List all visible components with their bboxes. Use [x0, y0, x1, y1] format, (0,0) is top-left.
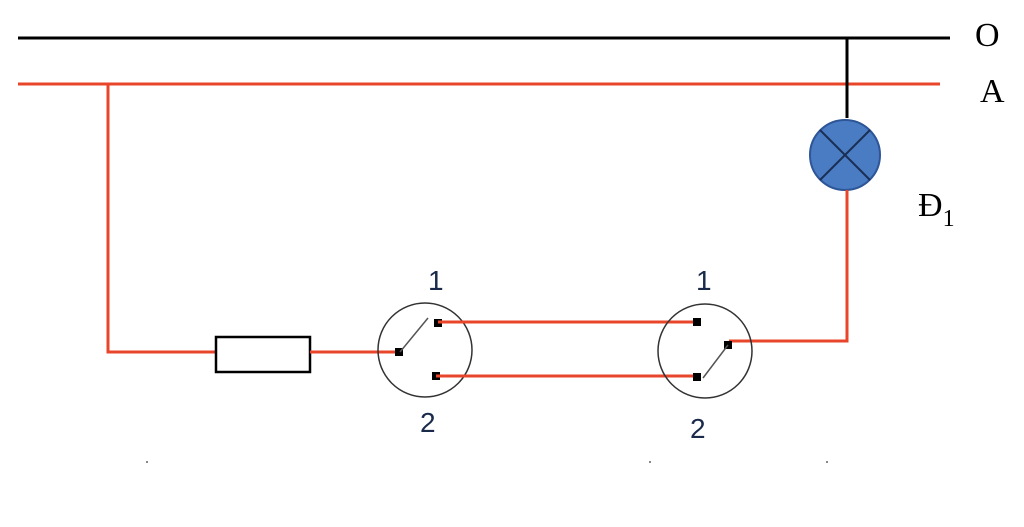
label-lamp: Đ1	[918, 187, 955, 232]
switch2-icon	[657, 303, 753, 399]
switch1-label-2: 2	[420, 407, 436, 438]
fuse-icon	[214, 335, 312, 374]
phase-to-fuse-wire	[106, 84, 216, 354]
stray-dot	[826, 461, 828, 463]
label-line-o: O	[975, 17, 1000, 54]
switch2-label-2: 2	[690, 413, 706, 444]
switch1-label-1: 1	[428, 265, 444, 296]
lamp-icon	[809, 119, 881, 191]
switch2-label-1: 1	[696, 265, 712, 296]
stray-dot	[649, 461, 651, 463]
lamp-to-switch2-wire	[729, 190, 849, 343]
stray-dot	[146, 461, 148, 463]
label-line-a: A	[980, 73, 1005, 110]
switch1-icon	[377, 302, 473, 398]
label-lamp-subscript: 1	[943, 206, 955, 232]
